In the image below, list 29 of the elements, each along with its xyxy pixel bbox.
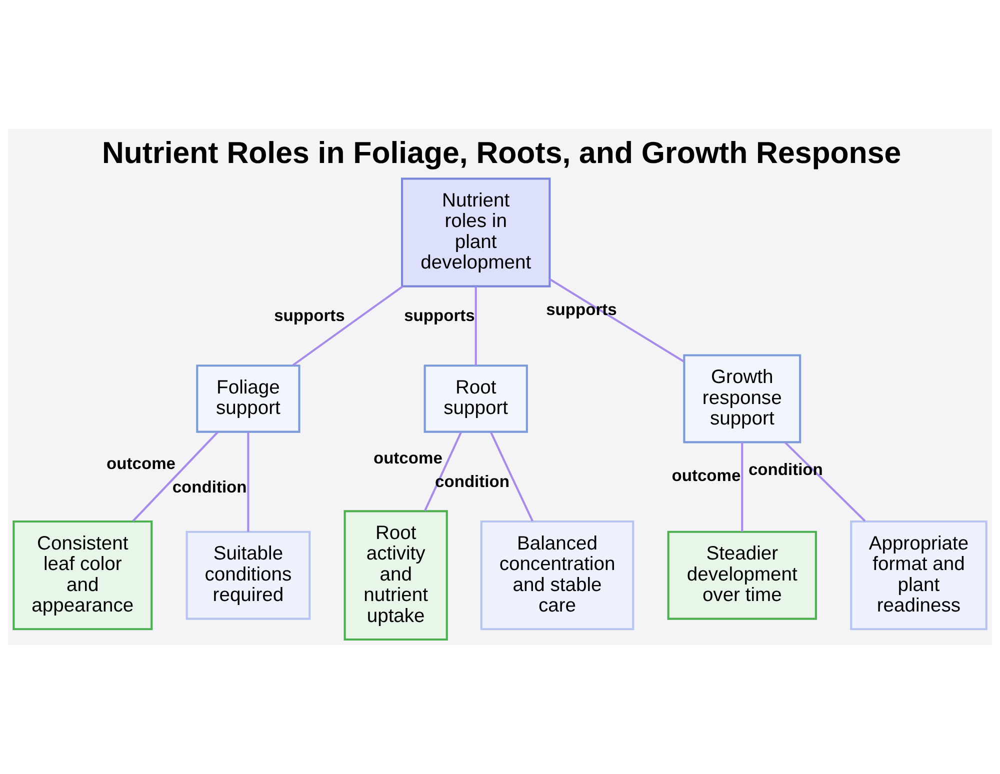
- connector: [474, 286, 477, 366]
- node-box: Nutrient roles in plant development: [401, 178, 551, 288]
- connector: [132, 431, 219, 522]
- node-box: Appropriate format and plant readiness: [850, 520, 988, 630]
- diagram-title: Nutrient Roles in Foliage, Roots, and Growth Response: [102, 136, 902, 170]
- edge-label: supports: [404, 306, 475, 326]
- node-box: Suitable conditions required: [186, 530, 311, 620]
- connector: [549, 278, 684, 362]
- connector: [424, 432, 462, 512]
- connector: [490, 432, 534, 522]
- node-box: Root activity and nutrient uptake: [344, 510, 448, 641]
- node-box: Steadier development over time: [667, 530, 817, 620]
- node-box: Consistent leaf color and appearance: [12, 520, 153, 630]
- edge-label: outcome: [373, 448, 442, 468]
- node-box: Balanced concentration and stable care: [480, 520, 634, 630]
- edge-label: supports: [546, 300, 617, 319]
- connector: [292, 286, 404, 366]
- node-box: Root support: [424, 364, 528, 433]
- edge-label: condition: [748, 460, 823, 479]
- node-box: Foliage support: [196, 364, 300, 433]
- connector: [741, 442, 744, 532]
- edge-label: condition: [172, 478, 247, 497]
- edge-label: supports: [274, 306, 345, 326]
- edge-label: condition: [435, 472, 510, 491]
- edge-label: outcome: [106, 454, 176, 473]
- node-box: Growth response support: [683, 354, 802, 444]
- edge-label: outcome: [672, 466, 741, 485]
- connector: [784, 441, 866, 522]
- connector: [247, 432, 250, 532]
